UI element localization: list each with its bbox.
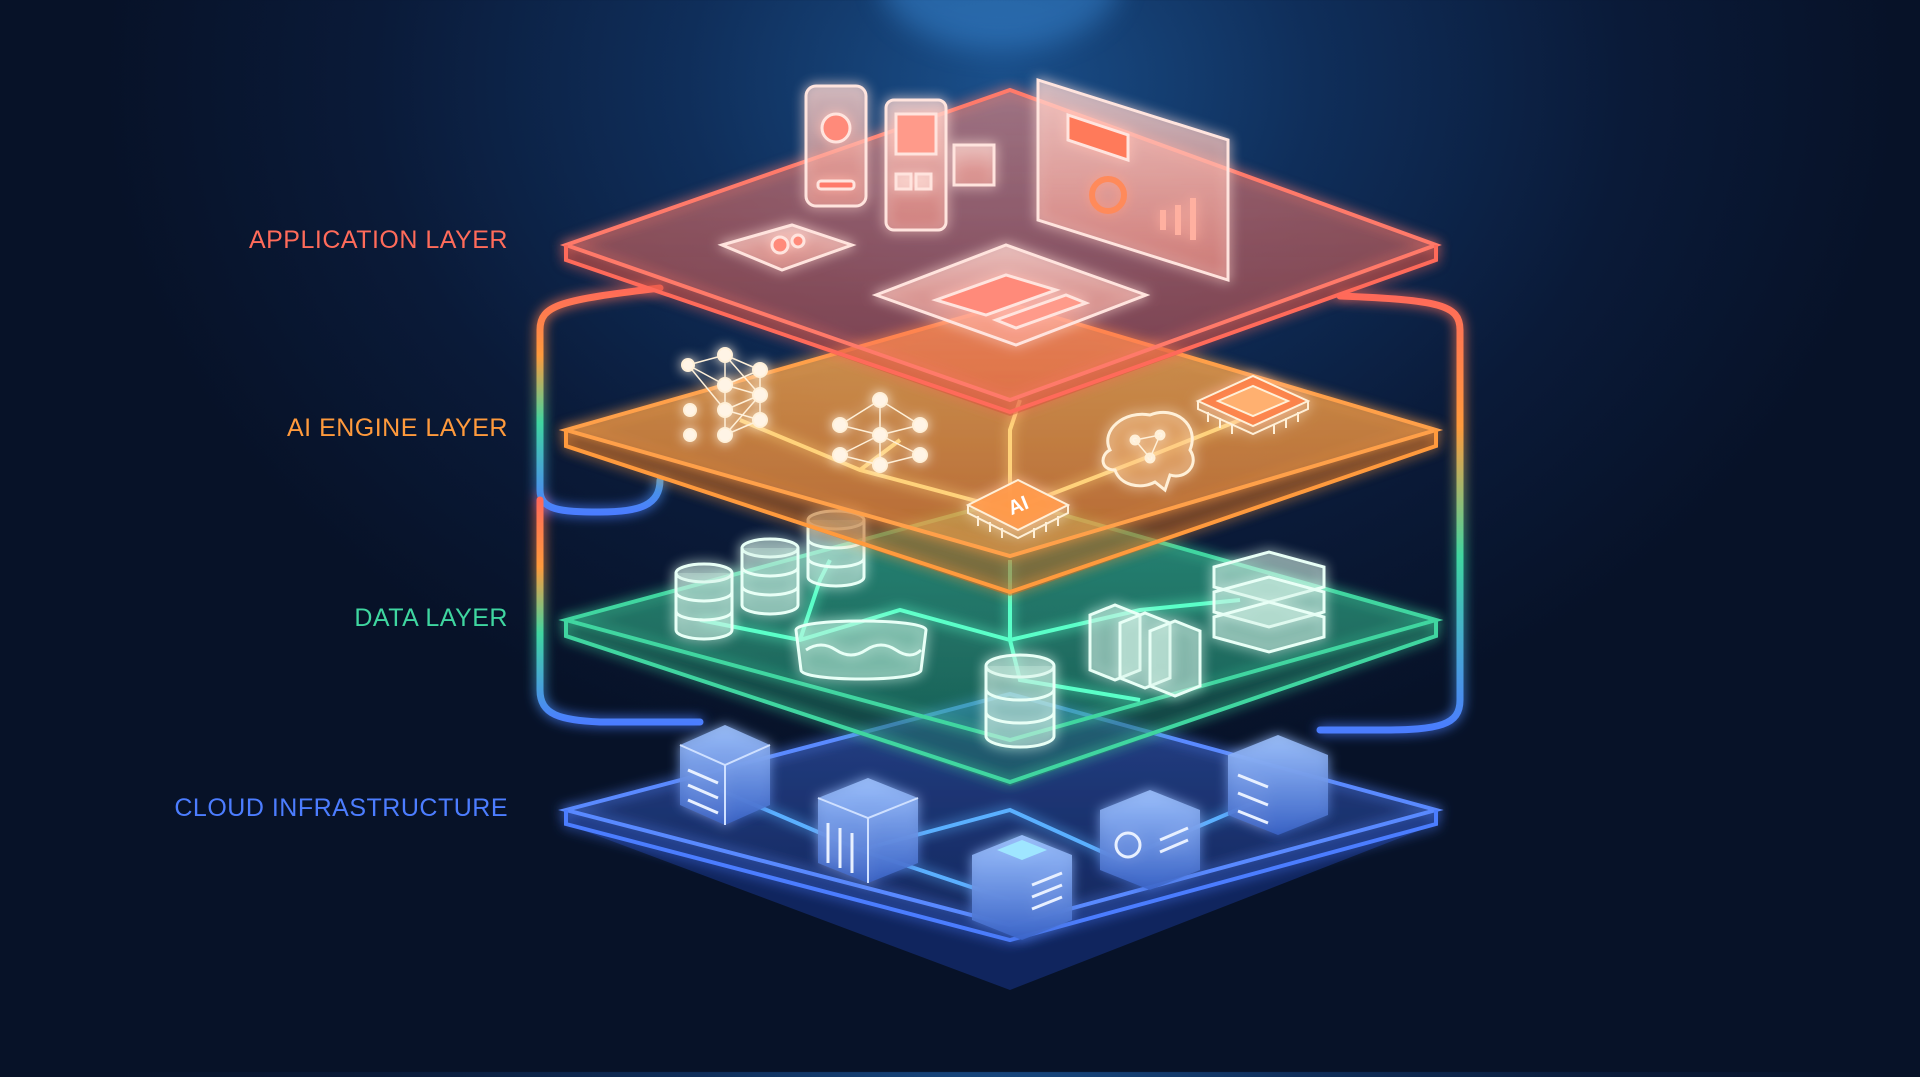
user-profile-card-icon [717,223,857,272]
mobile-phone-icon [804,84,868,208]
neural-network-icon [681,347,768,443]
storage-stack-icon [1212,550,1326,654]
database-icon [984,653,1056,749]
browser-window-icon [871,243,1151,347]
top-ambient-glow [885,0,1115,50]
database-icon [674,562,734,641]
right-connector [1316,292,1464,734]
data-lake-icon [794,619,928,681]
left-connector [536,284,664,516]
neural-network-icon [832,392,928,473]
server-stack-icon [1228,735,1328,835]
processor-chip-icon [1195,374,1311,436]
database-icon [740,537,800,616]
brain-icon [1101,410,1195,493]
ai-engine-layer-label: AI ENGINE LAYER [287,414,508,442]
server-rack-icon [1088,603,1202,698]
cloud-servers [679,725,1328,940]
dashboard-window-icon [1036,77,1230,283]
mobile-card-icon [884,98,996,232]
application-icons [717,77,1230,347]
server-rack-icon [679,725,771,825]
cloud-infrastructure-label: CLOUD INFRASTRUCTURE [174,794,508,822]
cloud-upload-server-icon [1100,790,1200,890]
data-layer-label: DATA LAYER [354,604,508,632]
vertical-connectors [536,284,1464,734]
server-rack-icon [817,778,919,883]
ai-icons [681,347,1311,540]
ai-chip-icon [965,478,1071,540]
cpu-server-icon [972,835,1072,940]
application-layer-label: APPLICATION LAYER [248,226,508,254]
left-connector-lower [536,496,704,726]
data-icons [674,509,1326,749]
